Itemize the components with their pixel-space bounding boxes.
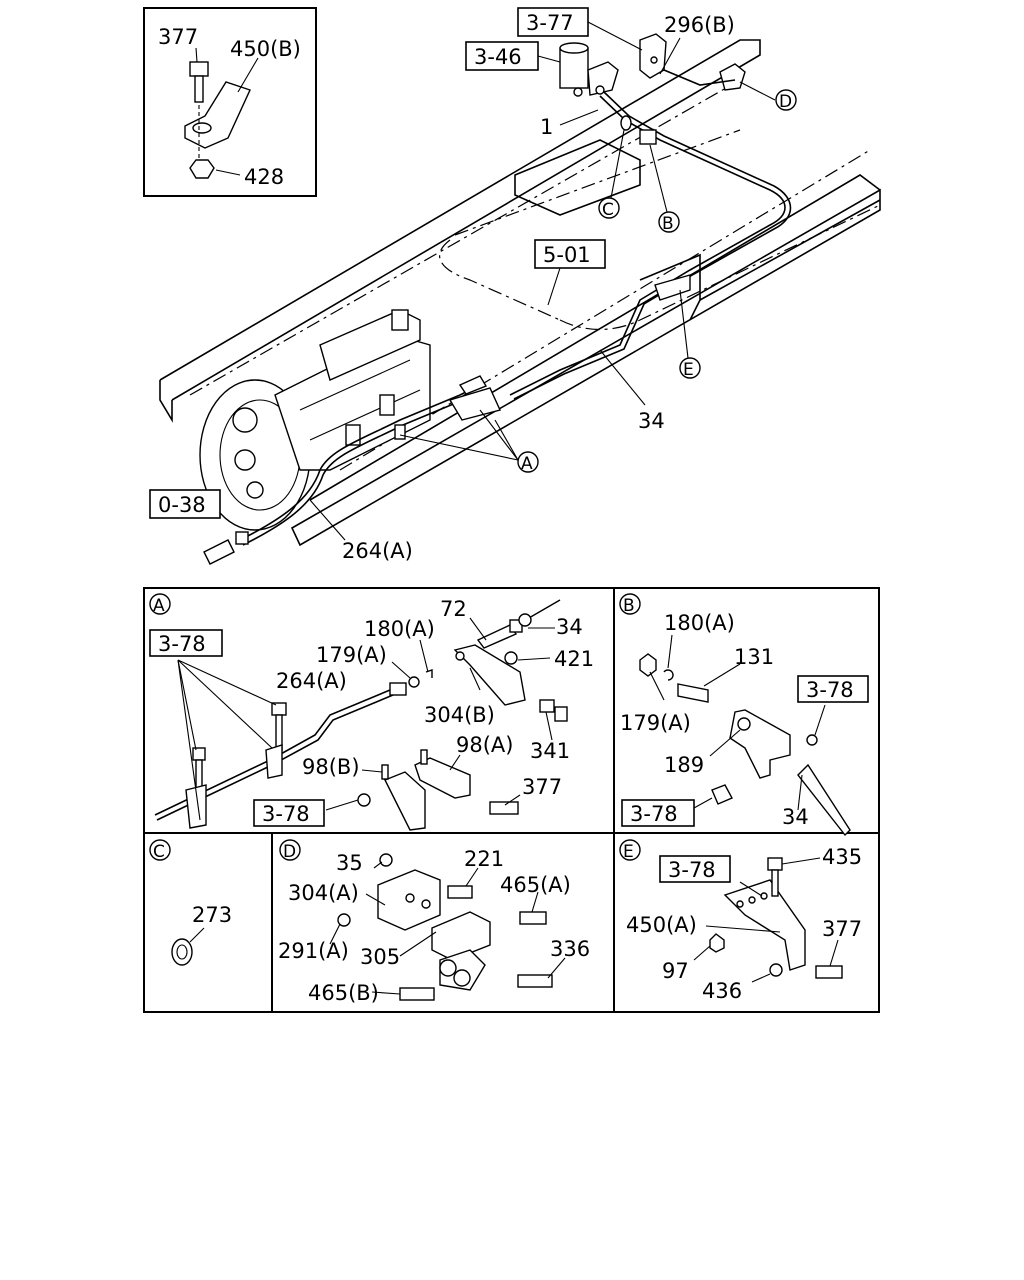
detail-d-label-465b: 465(B): [308, 981, 379, 1005]
detail-c-label-273: 273: [192, 903, 232, 927]
detail-a-label-377: 377: [522, 775, 562, 799]
ref-box-3-77: [517, 7, 589, 37]
callout-d-letter: D: [779, 92, 792, 112]
detail-d-label-465a: 465(A): [500, 873, 571, 897]
hose-264a-detail: [154, 689, 391, 816]
label-1: 1: [540, 115, 553, 139]
detail-e: E 3-78 435 450(A) 377 97 436: [619, 839, 862, 1003]
detail-b-label-34: 34: [782, 805, 809, 829]
detail-a-letter: A: [153, 596, 165, 616]
label-264a: 264(A): [342, 539, 413, 563]
label-450b: 450(B): [230, 37, 301, 61]
detail-d-label-221: 221: [464, 847, 504, 871]
detail-d-letter: D: [283, 842, 296, 862]
grommet-c: [620, 115, 632, 131]
label-296b: 296(B): [664, 13, 735, 37]
detail-b-ref-2: 3-78: [630, 802, 678, 826]
detail-b-label-131: 131: [734, 645, 774, 669]
detail-a-label-34: 34: [556, 615, 583, 639]
clamp-e: [654, 274, 691, 301]
detail-a-ref-2: 3-78: [262, 802, 310, 826]
detail-grid: [143, 587, 880, 1013]
frame-rail-right: [290, 188, 881, 547]
detail-b-ref-1: 3-78: [806, 678, 854, 702]
detail-a-label-98b: 98(B): [302, 755, 360, 779]
air-dryer: [559, 42, 619, 97]
hose-264a: [239, 384, 481, 541]
bracket-a: [448, 387, 501, 421]
transmission: [199, 309, 431, 531]
callout-e: [679, 357, 701, 379]
detail-e-letter: E: [623, 842, 634, 862]
connector-d: [719, 63, 746, 91]
detail-c: C 273: [149, 839, 232, 966]
cross-member-front: [514, 139, 641, 216]
detail-a-ref-1: 3-78: [158, 632, 206, 656]
main-assembly: 3-77 3-46 5-01 0-38 296(B) 1 34 264(A) D…: [149, 7, 881, 565]
detail-b-label-180a: 180(A): [664, 611, 735, 635]
inset-panel: 377 450(B) 428: [143, 7, 317, 197]
fitting-0-38: [203, 531, 249, 565]
detail-e-label-97: 97: [662, 959, 689, 983]
frame-rail-left: [159, 39, 761, 401]
detail-a-label-180a: 180(A): [364, 617, 435, 641]
ref-box-5-01: [534, 239, 606, 269]
nut-428: [189, 159, 215, 179]
callout-a-letter: A: [521, 454, 533, 474]
grommet-273: [171, 938, 193, 966]
detail-a-label-98a: 98(A): [456, 733, 513, 757]
callout-d: [775, 89, 797, 111]
detail-e-label-436: 436: [702, 979, 742, 1003]
ref-0-38: 0-38: [158, 493, 206, 517]
detail-e-ref: 3-78: [668, 858, 716, 882]
label-377: 377: [158, 25, 198, 49]
detail-b-letter: B: [623, 596, 635, 616]
bolt-377-shank: [194, 75, 204, 103]
detail-b: B 3-78 3-78 180(A) 131 179(A) 189 34: [619, 593, 869, 837]
detail-e-label-450a: 450(A): [626, 913, 697, 937]
detail-a-label-341: 341: [530, 739, 570, 763]
detail-d: D 35 221 304(A) 465(A) 291(A) 305 336 46…: [278, 839, 590, 1005]
detail-e-label-435: 435: [822, 845, 862, 869]
ref-box-0-38: [149, 489, 221, 519]
detail-d-label-35: 35: [336, 851, 363, 875]
detail-a-label-72: 72: [440, 597, 467, 621]
detail-d-label-291a: 291(A): [278, 939, 349, 963]
ref-5-01: 5-01: [543, 243, 591, 267]
callout-b-letter: B: [662, 214, 674, 234]
ref-3-46: 3-46: [474, 45, 522, 69]
clamp-b: [639, 129, 657, 145]
detail-a-label-179a: 179(A): [316, 643, 387, 667]
bolt-377-head: [189, 61, 209, 77]
callout-c-letter: C: [602, 200, 614, 220]
detail-a-label-304b: 304(B): [424, 703, 495, 727]
detail-b-label-189: 189: [664, 753, 704, 777]
ref-box-3-46: [465, 41, 539, 71]
detail-a-label-421: 421: [554, 647, 594, 671]
callout-c: [598, 197, 620, 219]
detail-d-label-305: 305: [360, 945, 400, 969]
detail-a-label-264a: 264(A): [276, 669, 347, 693]
detail-c-letter: C: [153, 842, 165, 862]
detail-b-label-179a: 179(A): [620, 711, 691, 735]
detail-e-label-377: 377: [822, 917, 862, 941]
ref-3-77: 3-77: [526, 11, 574, 35]
callout-a: [517, 451, 539, 473]
pipe-1: [509, 95, 786, 396]
callout-b: [658, 211, 680, 233]
detail-d-label-304a: 304(A): [288, 881, 359, 905]
detail-d-label-336: 336: [550, 937, 590, 961]
callout-e-letter: E: [683, 360, 694, 380]
detail-a: A 3-78 3-78: [149, 593, 594, 831]
label-428: 428: [244, 165, 284, 189]
label-34: 34: [638, 409, 665, 433]
pressure-valve: [639, 33, 667, 79]
